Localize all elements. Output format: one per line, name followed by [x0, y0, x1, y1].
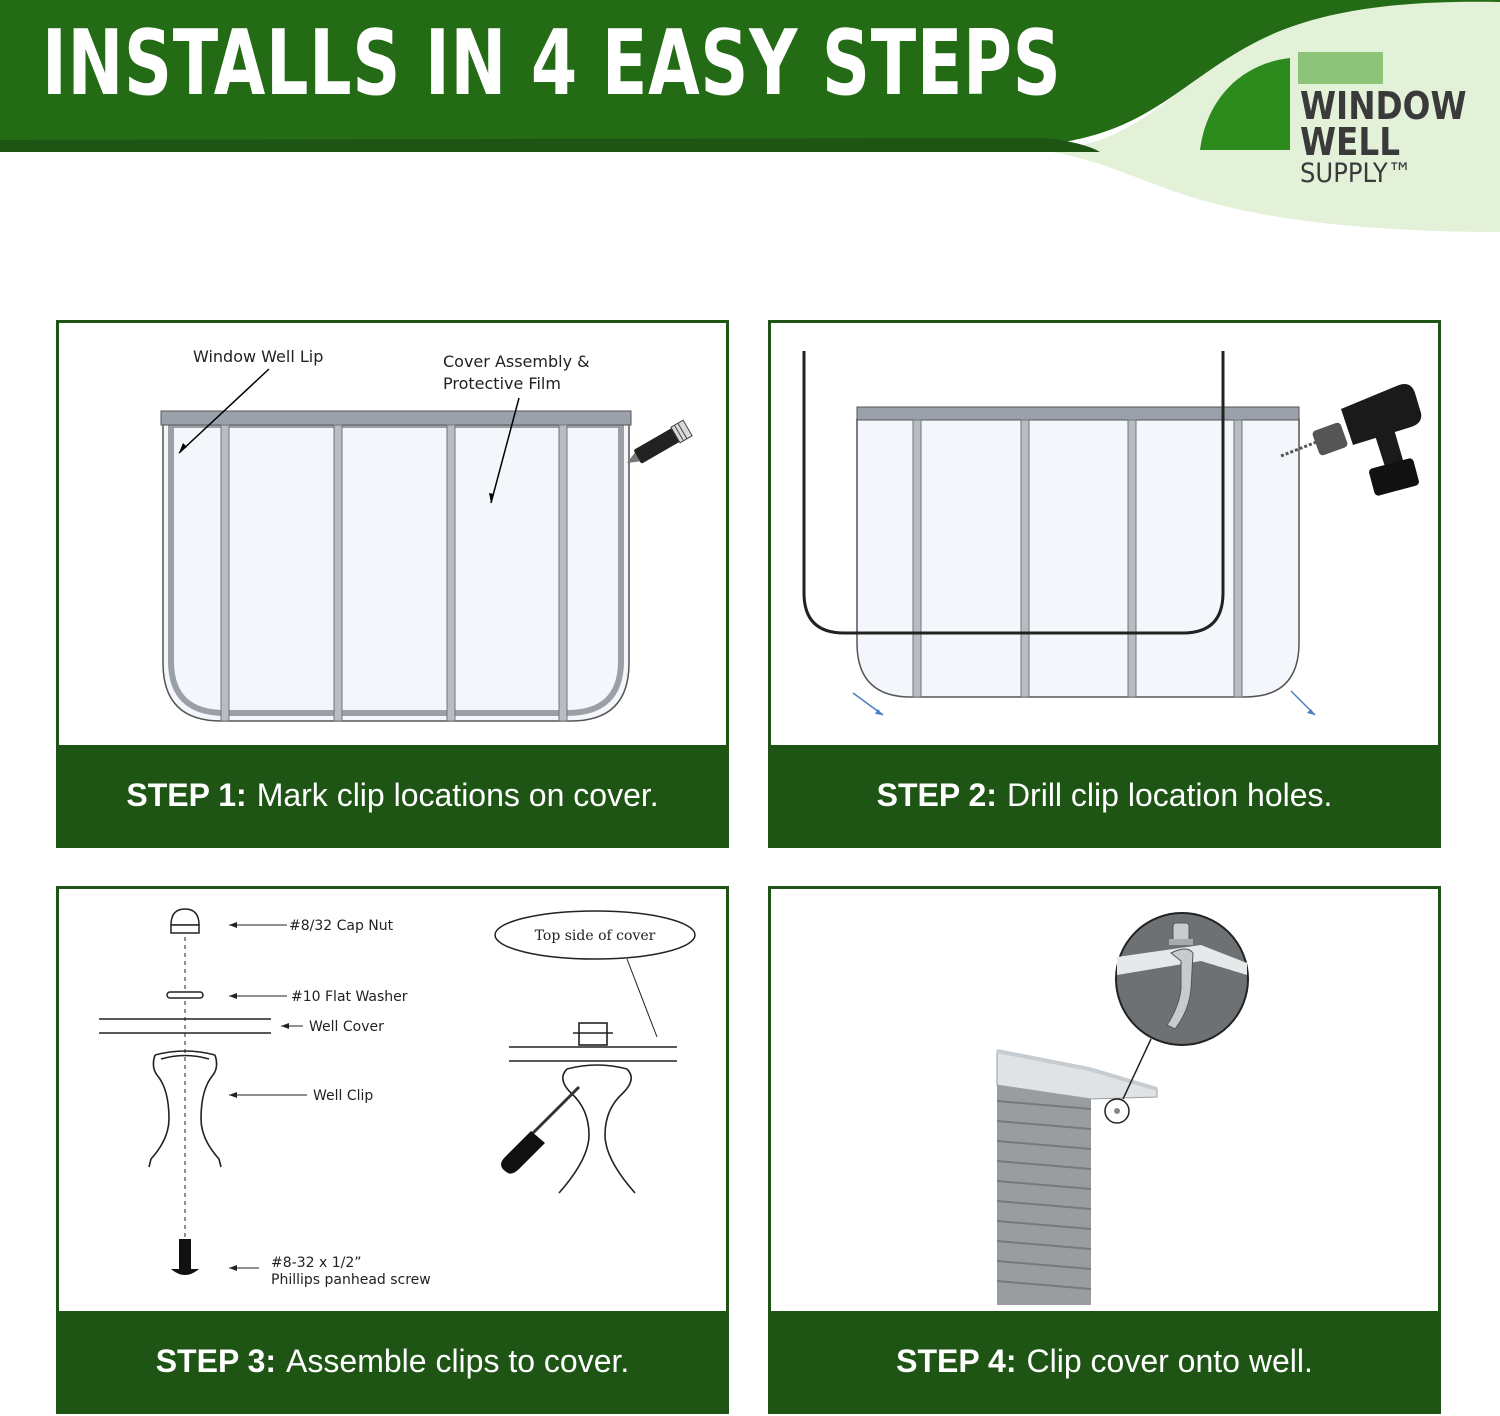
brand-line-supply: SUPPLY™ — [1300, 158, 1412, 189]
callout-screw-type: Phillips panhead screw — [271, 1272, 431, 1288]
step-4-illustration — [996, 912, 1249, 1305]
callout-window-well-lip: Window Well Lip — [193, 347, 323, 366]
drill-icon — [1280, 384, 1422, 496]
screw-icon — [171, 1239, 199, 1275]
step-2-caption: STEP 2: Drill clip location holes. — [771, 745, 1438, 845]
step-2-illustration — [802, 351, 1422, 716]
callout-well-cover: Well Cover — [309, 1019, 384, 1035]
well-clip-icon — [148, 1050, 222, 1168]
step-4-caption: STEP 4: Clip cover onto well. — [771, 1311, 1438, 1411]
window-well-logo-icon — [1200, 52, 1383, 150]
callout-well-clip: Well Clip — [313, 1088, 373, 1104]
step-1-illustration: Window Well Lip Cover Assembly & Protect… — [160, 347, 693, 722]
screwdriver-icon — [501, 1085, 581, 1174]
step-4-text: Clip cover onto well. — [1026, 1342, 1313, 1379]
page-title: INSTALLS IN 4 EASY STEPS — [42, 11, 1062, 116]
washer-icon — [166, 991, 204, 999]
step-1-label: STEP 1: — [126, 776, 247, 813]
callout-protective-film: Protective Film — [443, 374, 561, 393]
brand-name: WINDOW WELL SUPPLY™ — [1300, 84, 1494, 189]
step-3-panel: #8/32 Cap Nut #10 Flat Washer Well Cover… — [56, 886, 729, 1414]
step-4-panel: STEP 4: Clip cover onto well. — [768, 886, 1441, 1414]
step-3-text: Assemble clips to cover. — [286, 1342, 630, 1379]
callout-cover-assembly: Cover Assembly & — [443, 352, 590, 371]
step-4-label: STEP 4: — [896, 1342, 1017, 1379]
marker-icon — [627, 419, 693, 464]
step-2-text: Drill clip location holes. — [1006, 776, 1333, 813]
brand-line-window: WINDOW — [1300, 84, 1467, 128]
cap-nut-icon — [170, 908, 200, 934]
assembled-clip-icon — [558, 1022, 636, 1194]
callout-flat-washer: #10 Flat Washer — [291, 989, 408, 1005]
callout-top-side: Top side of cover — [535, 928, 656, 944]
step-3-caption: STEP 3: Assemble clips to cover. — [59, 1311, 726, 1411]
step-2-panel: STEP 2: Drill clip location holes. — [768, 320, 1441, 848]
brand-line-well: WELL — [1300, 120, 1401, 164]
step-2-label: STEP 2: — [876, 776, 997, 813]
step-3-label: STEP 3: — [155, 1342, 277, 1379]
callout-cap-nut: #8/32 Cap Nut — [289, 918, 394, 934]
step-1-text: Mark clip locations on cover. — [256, 776, 659, 813]
callout-screw-size: #8-32 x 1/2” — [271, 1255, 361, 1271]
step-1-caption: STEP 1: Mark clip locations on cover. — [59, 745, 726, 845]
zoom-detail-icon — [1115, 912, 1249, 1046]
step-1-panel: Window Well Lip Cover Assembly & Protect… — [56, 320, 729, 848]
step-3-illustration: #8/32 Cap Nut #10 Flat Washer Well Cover… — [99, 908, 696, 1288]
